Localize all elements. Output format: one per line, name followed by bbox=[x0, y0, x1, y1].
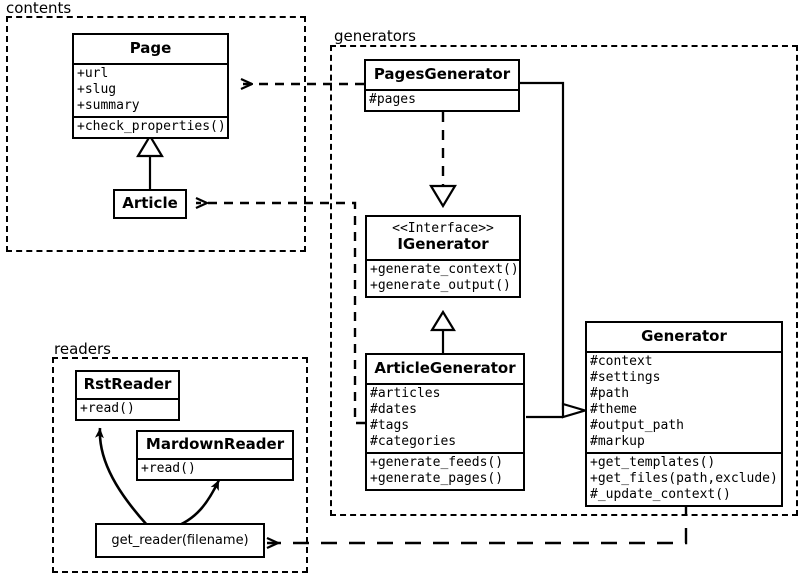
attribute: +summary bbox=[77, 98, 140, 113]
package-readers bbox=[52, 357, 308, 573]
attribute: #settings bbox=[590, 370, 661, 385]
rel-article-page bbox=[136, 133, 164, 189]
attribute: #categories bbox=[370, 434, 457, 449]
attribute: #pages bbox=[369, 92, 416, 107]
class-generator-attributes: #context #settings #path #theme #output_… bbox=[587, 351, 781, 452]
package-readers-label: readers bbox=[52, 340, 113, 358]
operation: +read() bbox=[80, 401, 135, 416]
operation: +get_templates() bbox=[590, 455, 716, 470]
operation: +generate_output() bbox=[370, 278, 511, 293]
operation: +generate_context() bbox=[370, 262, 519, 277]
class-pages-generator[interactable]: PagesGenerator #pages bbox=[364, 59, 520, 112]
class-igenerator-name: IGenerator bbox=[397, 235, 489, 253]
rel-generator-inheritance-tree bbox=[520, 81, 589, 419]
class-igenerator[interactable]: <<Interface>> IGenerator +generate_conte… bbox=[365, 215, 521, 298]
class-rst-reader[interactable]: RstReader +read() bbox=[75, 370, 180, 421]
attribute: #markup bbox=[590, 434, 645, 449]
class-mardown-reader-name: MardownReader bbox=[145, 435, 285, 453]
attribute: #articles bbox=[370, 386, 441, 401]
class-page-attributes: +url +slug +summary bbox=[74, 63, 227, 116]
rel-pagesgenerator-igenerator bbox=[429, 112, 457, 209]
class-generator-operations: +get_templates() +get_files(path,exclude… bbox=[587, 452, 781, 505]
operation: #_update_context() bbox=[590, 487, 731, 502]
operation: +get_files(path,exclude) bbox=[590, 471, 778, 486]
rel-articlegenerator-article bbox=[196, 203, 365, 425]
operation: +generate_pages() bbox=[370, 471, 504, 486]
attribute: +url bbox=[77, 66, 109, 81]
attribute: #theme bbox=[590, 402, 637, 417]
class-pages-generator-attributes: #pages bbox=[366, 89, 518, 110]
class-page-name: Page bbox=[129, 39, 172, 57]
class-igenerator-stereotype: <<Interface>> bbox=[392, 221, 494, 236]
class-page[interactable]: Page +url +slug +summary +check_properti… bbox=[72, 33, 229, 139]
node-get-reader-label: get_reader(filename) bbox=[111, 533, 249, 548]
operation: +read() bbox=[141, 461, 196, 476]
class-mardown-reader-operations: +read() bbox=[138, 458, 292, 479]
class-article-name: Article bbox=[122, 194, 178, 212]
operation: +check_properties() bbox=[77, 119, 226, 134]
package-contents bbox=[6, 16, 306, 252]
class-igenerator-operations: +generate_context() +generate_output() bbox=[367, 259, 519, 296]
class-mardown-reader[interactable]: MardownReader +read() bbox=[136, 430, 294, 481]
class-generator[interactable]: Generator #context #settings #path #them… bbox=[585, 321, 783, 507]
class-pages-generator-name: PagesGenerator bbox=[373, 65, 511, 83]
package-generators-label: generators bbox=[332, 27, 418, 45]
class-rst-reader-operations: +read() bbox=[77, 398, 178, 419]
operation: +generate_feeds() bbox=[370, 455, 504, 470]
class-article[interactable]: Article bbox=[113, 189, 187, 219]
class-article-generator-operations: +generate_feeds() +generate_pages() bbox=[367, 452, 523, 489]
attribute: #dates bbox=[370, 402, 417, 417]
class-generator-name: Generator bbox=[641, 327, 727, 345]
attribute: #output_path bbox=[590, 418, 684, 433]
package-generators bbox=[330, 45, 798, 516]
class-article-generator-attributes: #articles #dates #tags #categories bbox=[367, 383, 523, 452]
class-article-generator-name: ArticleGenerator bbox=[374, 359, 516, 377]
node-get-reader[interactable]: get_reader(filename) bbox=[95, 523, 265, 558]
package-contents-label: contents bbox=[4, 0, 74, 17]
rel-getreader-rstreader bbox=[94, 427, 148, 526]
class-article-generator[interactable]: ArticleGenerator #articles #dates #tags … bbox=[365, 353, 525, 491]
attribute: #path bbox=[590, 386, 630, 401]
attribute: +slug bbox=[77, 82, 117, 97]
class-rst-reader-name: RstReader bbox=[83, 375, 172, 393]
attribute: #context bbox=[590, 354, 653, 369]
class-page-operations: +check_properties() bbox=[74, 116, 227, 137]
attribute: #tags bbox=[370, 418, 410, 433]
rel-articlegenerator-igenerator bbox=[430, 309, 456, 354]
